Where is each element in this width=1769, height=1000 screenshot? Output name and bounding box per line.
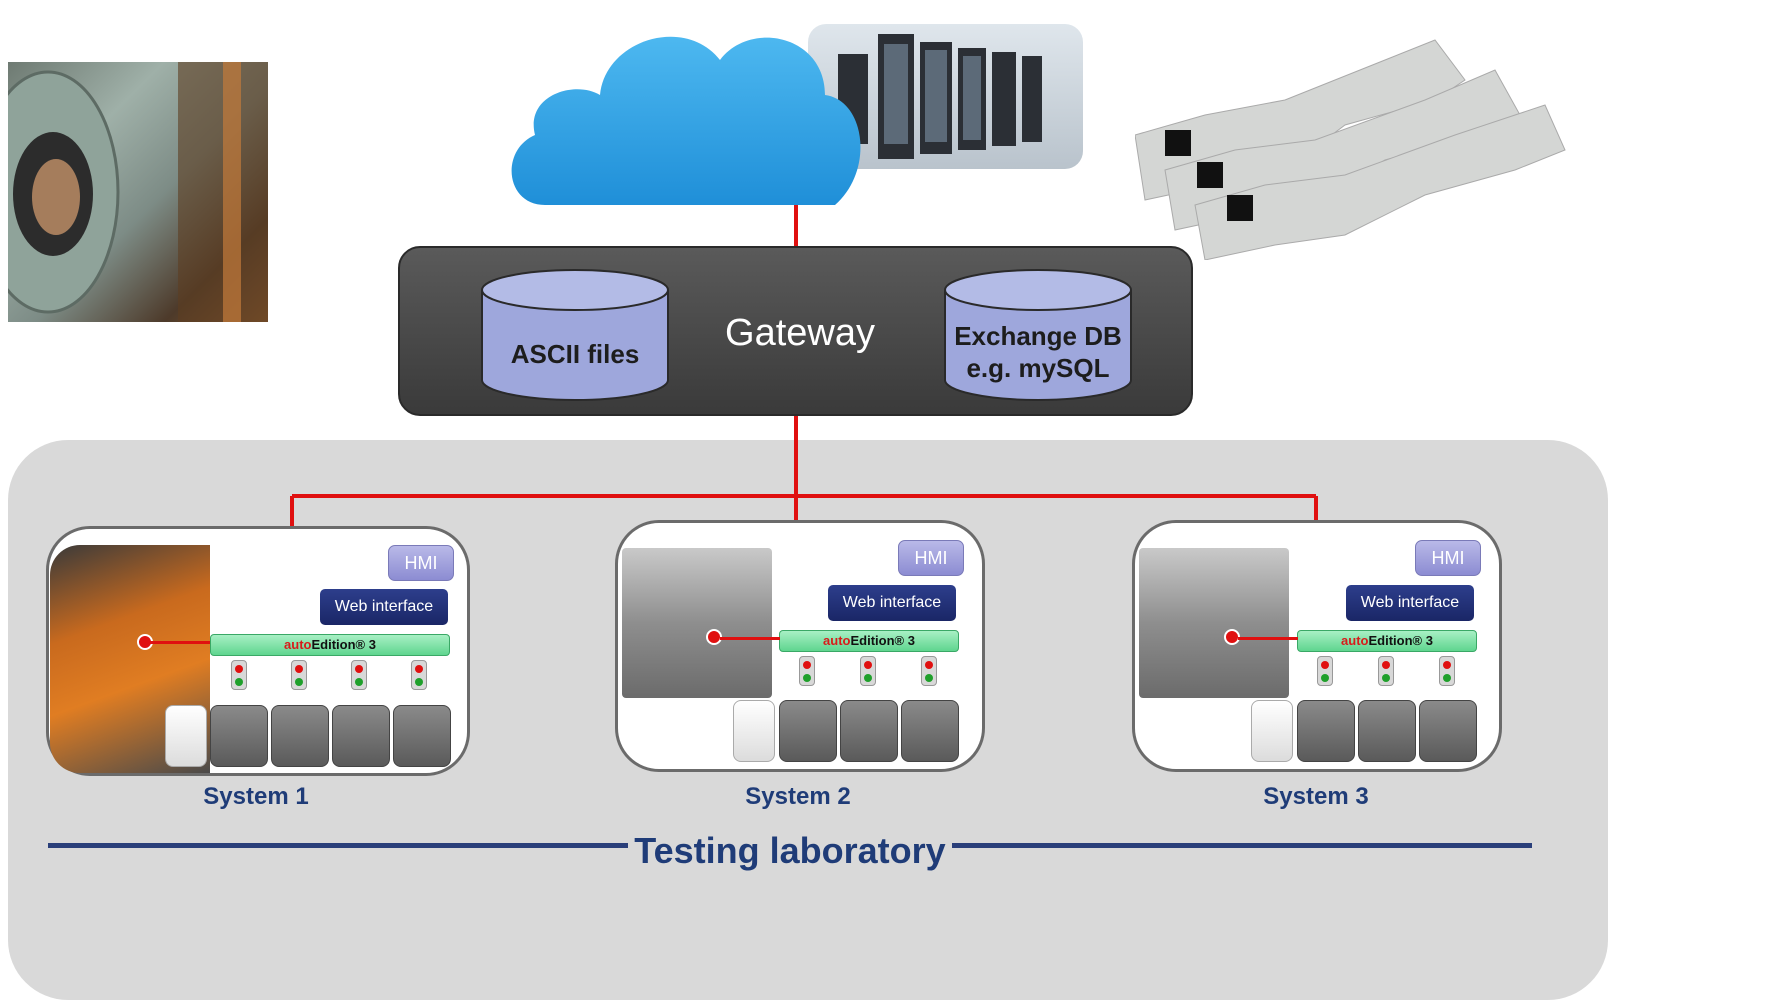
testing-machine-image: [622, 548, 772, 698]
system-2-autoedition-bus: autoEdition® 3: [779, 630, 959, 652]
system-1-web-interface[interactable]: Web interface: [320, 589, 448, 625]
system-1-device-4: [393, 705, 451, 767]
system-3-device-3: [1419, 700, 1477, 762]
system-1-bus-edition: Edition® 3: [311, 637, 376, 652]
lab-title-rule-right: [952, 843, 1532, 848]
system-3-label: System 3: [1263, 783, 1369, 810]
system-2-web-interface[interactable]: Web interface: [828, 585, 956, 621]
exchange-db-label: Exchange DB e.g. mySQL: [943, 320, 1133, 384]
system-3-status-light-3: [1439, 656, 1455, 686]
steel-coil-image: [8, 62, 268, 322]
system-2-storage-white: [733, 700, 775, 762]
system-2-hmi[interactable]: HMI: [898, 540, 964, 576]
exchange-db-line1: Exchange DB: [954, 321, 1122, 351]
system-1-device-3: [332, 705, 390, 767]
ascii-files-cylinder: [480, 268, 670, 408]
system-1-label: System 1: [203, 783, 309, 810]
cloud-icon: [505, 0, 870, 210]
system-2-status-light-1: [799, 656, 815, 686]
system-2-status-light-3: [921, 656, 937, 686]
system-2-device-1: [779, 700, 837, 762]
lab-title: Testing laboratory: [634, 830, 946, 871]
gateway-title: Gateway: [725, 312, 875, 354]
system-1-device-1: [210, 705, 268, 767]
system-1-status-light-3: [351, 660, 367, 690]
system-1-status-light-4: [411, 660, 427, 690]
system-1-status-light-2: [291, 660, 307, 690]
system-3-bus-edition: Edition® 3: [1368, 633, 1433, 648]
exchange-db-line2: e.g. mySQL: [966, 353, 1110, 383]
system-3-status-light-1: [1317, 656, 1333, 686]
ascii-files-label: ASCII files: [510, 339, 640, 369]
system-2-status-light-2: [860, 656, 876, 686]
system-2-node-link: [720, 637, 780, 640]
system-1-device-2: [271, 705, 329, 767]
testing-machine-image: [1139, 548, 1289, 698]
tensile-specimens-image: [1134, 30, 1575, 261]
server-room-image: [808, 24, 1083, 169]
lab-title-rule-left: [48, 843, 628, 848]
system-1-node-link: [150, 641, 210, 644]
system-3-node-link: [1238, 637, 1298, 640]
system-2-label: System 2: [745, 783, 851, 810]
system-1-hmi[interactable]: HMI: [388, 545, 454, 581]
system-3-status-light-2: [1378, 656, 1394, 686]
system-3-storage-white: [1251, 700, 1293, 762]
system-1-storage-white: [165, 705, 207, 767]
system-3-device-2: [1358, 700, 1416, 762]
system-3-autoedition-bus: autoEdition® 3: [1297, 630, 1477, 652]
system-1-bus-auto: auto: [284, 637, 312, 652]
system-3-bus-auto: auto: [1341, 633, 1369, 648]
system-3-device-1: [1297, 700, 1355, 762]
system-3-hmi[interactable]: HMI: [1415, 540, 1481, 576]
system-3-web-interface[interactable]: Web interface: [1346, 585, 1474, 621]
exchange-db-cylinder: [943, 268, 1133, 408]
system-2-device-2: [840, 700, 898, 762]
system-2-bus-edition: Edition® 3: [850, 633, 915, 648]
system-2-device-3: [901, 700, 959, 762]
system-1-status-light-1: [231, 660, 247, 690]
system-1-autoedition-bus: autoEdition® 3: [210, 634, 450, 656]
system-2-bus-auto: auto: [823, 633, 851, 648]
